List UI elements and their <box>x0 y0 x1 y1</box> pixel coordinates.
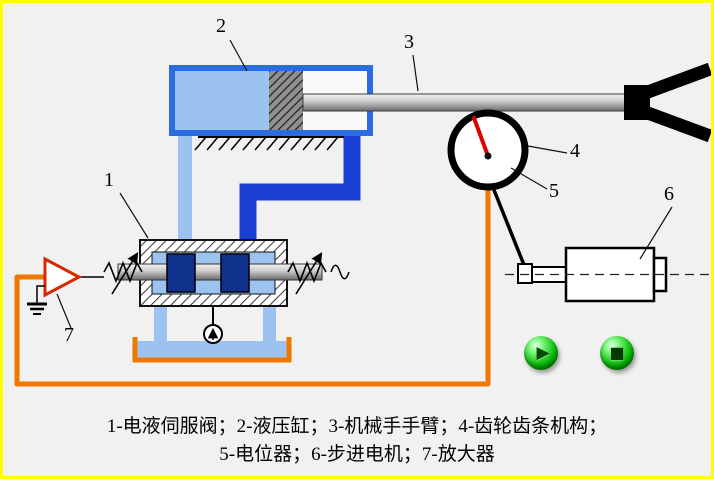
oil-tank <box>132 337 292 363</box>
pipe-return-right <box>263 305 276 345</box>
legend-line-1: 1-电液伺服阀；2-液压缸；3-机械手手臂；4-齿轮齿条机构； <box>106 416 608 437</box>
stop-button[interactable]: ■ <box>600 336 634 370</box>
callout-label-7: 7 <box>64 324 74 346</box>
callout-label-5: 5 <box>549 180 559 202</box>
play-button[interactable]: ▶ <box>524 336 558 370</box>
leader-7 <box>56 293 72 329</box>
tank-wall <box>132 337 292 363</box>
ac-squiggle-icon <box>330 264 350 280</box>
solenoid-arrow-left <box>111 252 139 295</box>
legend-line-2: 5-电位器；6-步进电机；7-放大器 <box>219 444 495 465</box>
gear-ring <box>447 109 529 191</box>
leader-2 <box>229 39 248 72</box>
gripper-finger-bottom <box>634 102 713 143</box>
manipulator-arm <box>302 62 713 143</box>
leader-lines <box>56 39 673 329</box>
stop-icon: ■ <box>609 343 625 362</box>
callout-label-4: 4 <box>570 140 580 162</box>
callout-label-1: 1 <box>104 169 114 191</box>
pipe-dark-elbow <box>239 131 361 240</box>
spool-land-left <box>166 253 196 293</box>
cylinder-fluid <box>175 71 271 130</box>
amplifier <box>27 256 104 315</box>
pipe-return-left <box>154 305 167 345</box>
tank-oil <box>137 341 287 359</box>
pipe-left-light <box>178 128 192 242</box>
amp-triangle <box>43 256 83 298</box>
needle-pivot <box>484 152 492 160</box>
leader-4 <box>527 145 568 154</box>
leader-3 <box>412 54 419 92</box>
play-icon: ▶ <box>536 342 550 363</box>
hydraulic-pipes <box>154 128 361 345</box>
ground-lead <box>36 285 45 304</box>
leader-5 <box>510 167 548 190</box>
piston <box>269 71 303 130</box>
cylinder-mount-hatch <box>194 136 344 151</box>
callout-label-2: 2 <box>216 15 226 37</box>
link-rod <box>490 184 528 271</box>
stepper-motor <box>490 184 712 303</box>
feedback-wire <box>14 190 491 387</box>
gripper-finger-top <box>634 62 713 103</box>
needle <box>472 116 490 158</box>
coupling <box>517 263 533 284</box>
servo-valve <box>103 239 350 344</box>
gear-potentiometer <box>447 109 529 191</box>
spool-land-right <box>220 253 250 293</box>
leader-6 <box>639 206 673 260</box>
callout-label-6: 6 <box>664 183 674 205</box>
callout-label-3: 3 <box>404 31 414 53</box>
arm-rod <box>302 93 631 112</box>
leader-1 <box>119 192 149 239</box>
solenoid-arrow-right <box>295 252 323 295</box>
